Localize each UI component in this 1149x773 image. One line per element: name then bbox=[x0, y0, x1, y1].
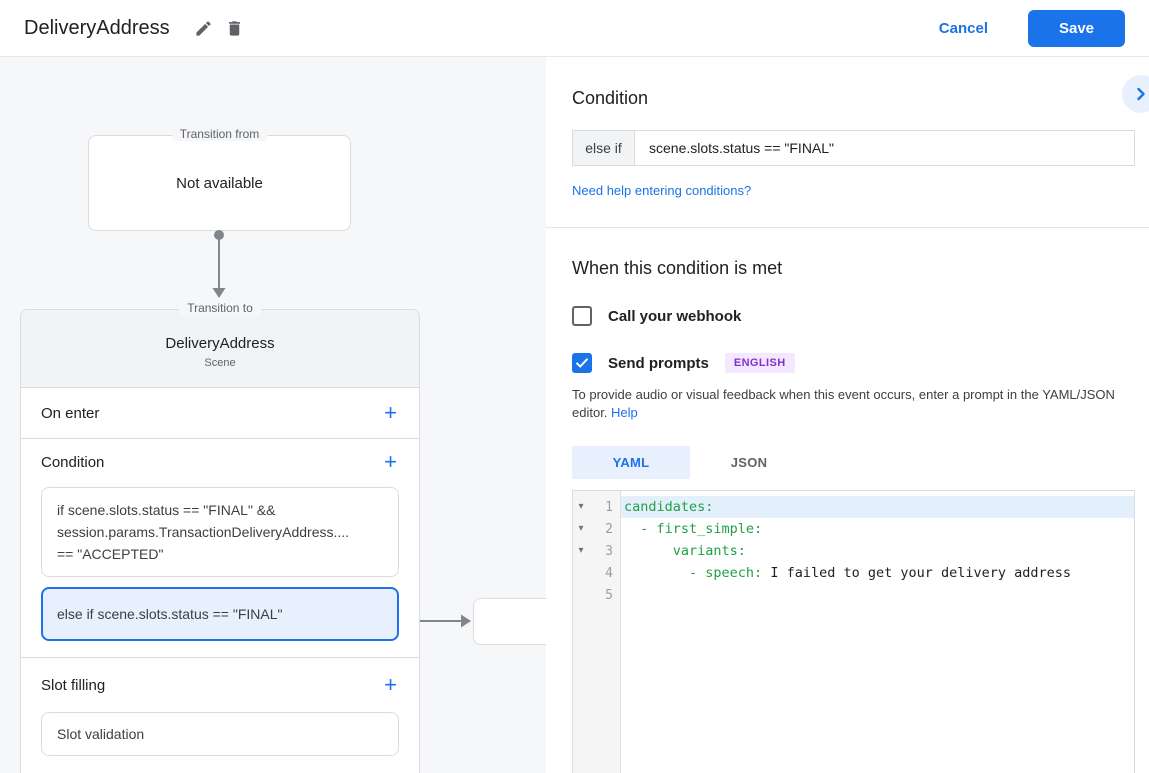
on-enter-section: On enter + bbox=[21, 388, 419, 439]
condition-help-link[interactable]: Need help entering conditions? bbox=[572, 183, 752, 198]
line-number: 2 bbox=[605, 521, 613, 537]
code-line[interactable]: - speech: I failed to get your delivery … bbox=[689, 565, 1072, 581]
gutter-row: ▾1 bbox=[573, 496, 620, 518]
trash-icon bbox=[225, 19, 244, 38]
condition-item-selected[interactable]: else if scene.slots.status == "FINAL" bbox=[41, 587, 399, 641]
cancel-button[interactable]: Cancel bbox=[938, 19, 988, 37]
language-badge: ENGLISH bbox=[724, 353, 795, 373]
transition-from-value: Not available bbox=[176, 174, 263, 192]
add-condition-button[interactable]: + bbox=[384, 449, 397, 474]
slot-filling-label: Slot filling bbox=[41, 676, 106, 694]
panel-heading: Condition bbox=[572, 88, 649, 108]
send-prompts-checkbox[interactable] bbox=[572, 353, 592, 373]
prompt-note: To provide audio or visual feedback when… bbox=[572, 386, 1135, 422]
chevron-right-icon bbox=[1133, 86, 1149, 102]
webhook-row: Call your webhook bbox=[572, 306, 1135, 326]
checkmark-icon bbox=[575, 356, 589, 370]
condition-expression-row: else if bbox=[572, 130, 1135, 166]
page-title: DeliveryAddress bbox=[24, 16, 170, 39]
code-line[interactable]: candidates: bbox=[621, 496, 1134, 518]
prompt-help-link[interactable]: Help bbox=[611, 405, 638, 420]
scene-name: DeliveryAddress bbox=[165, 334, 275, 352]
editor-format-tabs: YAML JSON bbox=[572, 446, 1135, 479]
line-number: 4 bbox=[605, 565, 613, 581]
condition-editor-panel: Condition else if Need help entering con… bbox=[546, 57, 1149, 773]
save-button[interactable]: Save bbox=[1028, 9, 1125, 47]
code-line[interactable]: variants: bbox=[672, 543, 746, 559]
line-number: 3 bbox=[605, 543, 613, 559]
call-webhook-checkbox[interactable] bbox=[572, 306, 592, 326]
transition-to-label: Transition to bbox=[179, 301, 261, 315]
scene-type-label: Scene bbox=[204, 356, 236, 369]
add-on-enter-button[interactable]: + bbox=[384, 400, 397, 425]
gutter-row: 4 bbox=[573, 562, 620, 584]
scene-diagram-canvas[interactable]: Transition from Not available Transition… bbox=[0, 57, 546, 773]
scene-card-header[interactable]: Transition to DeliveryAddress Scene bbox=[21, 301, 419, 388]
condition-met-heading: When this condition is met bbox=[572, 258, 783, 278]
delete-scene-button[interactable] bbox=[219, 13, 250, 44]
condition-section: Condition + if scene.slots.status == "FI… bbox=[21, 439, 419, 658]
gutter-row: 5 bbox=[573, 584, 620, 606]
main-area: Transition from Not available Transition… bbox=[0, 57, 1149, 773]
pencil-icon bbox=[194, 19, 213, 38]
edit-scene-button[interactable] bbox=[188, 13, 219, 44]
line-number: 1 bbox=[605, 499, 613, 515]
editor-code[interactable]: candidates: - first_simple: variants: - … bbox=[621, 491, 1134, 773]
code-line[interactable]: - first_simple: bbox=[640, 521, 763, 537]
condition-item[interactable]: if scene.slots.status == "FINAL" && sess… bbox=[41, 487, 399, 577]
fold-toggle-icon[interactable]: ▾ bbox=[578, 501, 584, 512]
send-prompts-row: Send prompts ENGLISH bbox=[572, 353, 1135, 373]
line-number: 5 bbox=[605, 587, 613, 603]
slot-validation-item[interactable]: Slot validation bbox=[41, 712, 399, 756]
condition-prefix: else if bbox=[573, 131, 635, 165]
fold-toggle-icon[interactable]: ▾ bbox=[578, 545, 584, 556]
add-slot-button[interactable]: + bbox=[384, 672, 397, 697]
gutter-row: ▾2 bbox=[573, 518, 620, 540]
tab-yaml[interactable]: YAML bbox=[572, 446, 690, 479]
top-bar: DeliveryAddress Cancel Save bbox=[0, 0, 1149, 57]
scene-card: Transition to DeliveryAddress Scene On e… bbox=[20, 301, 420, 773]
code-line[interactable] bbox=[621, 584, 1134, 606]
fold-toggle-icon[interactable]: ▾ bbox=[578, 523, 584, 534]
prompt-note-text: To provide audio or visual feedback when… bbox=[572, 387, 1115, 420]
slot-filling-section: Slot filling + Slot validation Transacti… bbox=[21, 658, 419, 773]
condition-section-label: Condition bbox=[41, 453, 105, 471]
gutter-row: ▾3 bbox=[573, 540, 620, 562]
transition-from-label: Transition from bbox=[171, 127, 268, 141]
transition-from-box[interactable]: Transition from Not available bbox=[88, 127, 351, 231]
send-prompts-label: Send prompts bbox=[608, 354, 709, 372]
tab-json[interactable]: JSON bbox=[730, 455, 768, 470]
on-enter-label: On enter bbox=[41, 404, 100, 422]
transition-target-box[interactable] bbox=[473, 598, 546, 645]
condition-expression-input[interactable] bbox=[635, 131, 1134, 165]
collapse-panel-button[interactable] bbox=[1122, 75, 1149, 113]
panel-divider bbox=[546, 227, 1149, 228]
call-webhook-label: Call your webhook bbox=[608, 307, 742, 325]
